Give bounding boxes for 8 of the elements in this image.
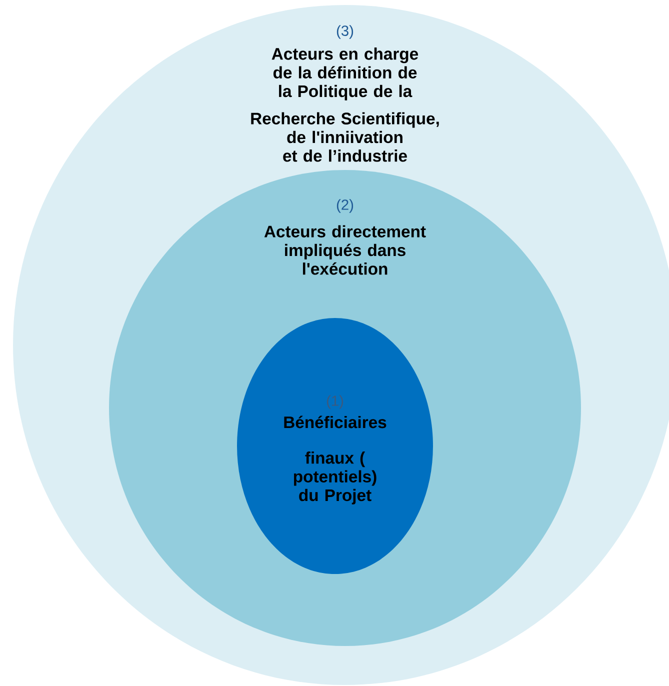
node-text: Bénéficiaires [284, 416, 386, 428]
number-label: (1) [326, 395, 344, 409]
node-text: Recherche Scientifique, de l'inniivation et de l’industrie [251, 112, 439, 162]
node-text: finaux ( potentiels) du Projet [294, 452, 376, 504]
node-text: Acteurs directement impliqués dans l'exécution [264, 225, 426, 275]
number-label: (2) [336, 199, 354, 213]
node-text: Acteurs en charge de la définition de la Politique de la [272, 48, 418, 100]
number-label: (3) [336, 25, 354, 39]
